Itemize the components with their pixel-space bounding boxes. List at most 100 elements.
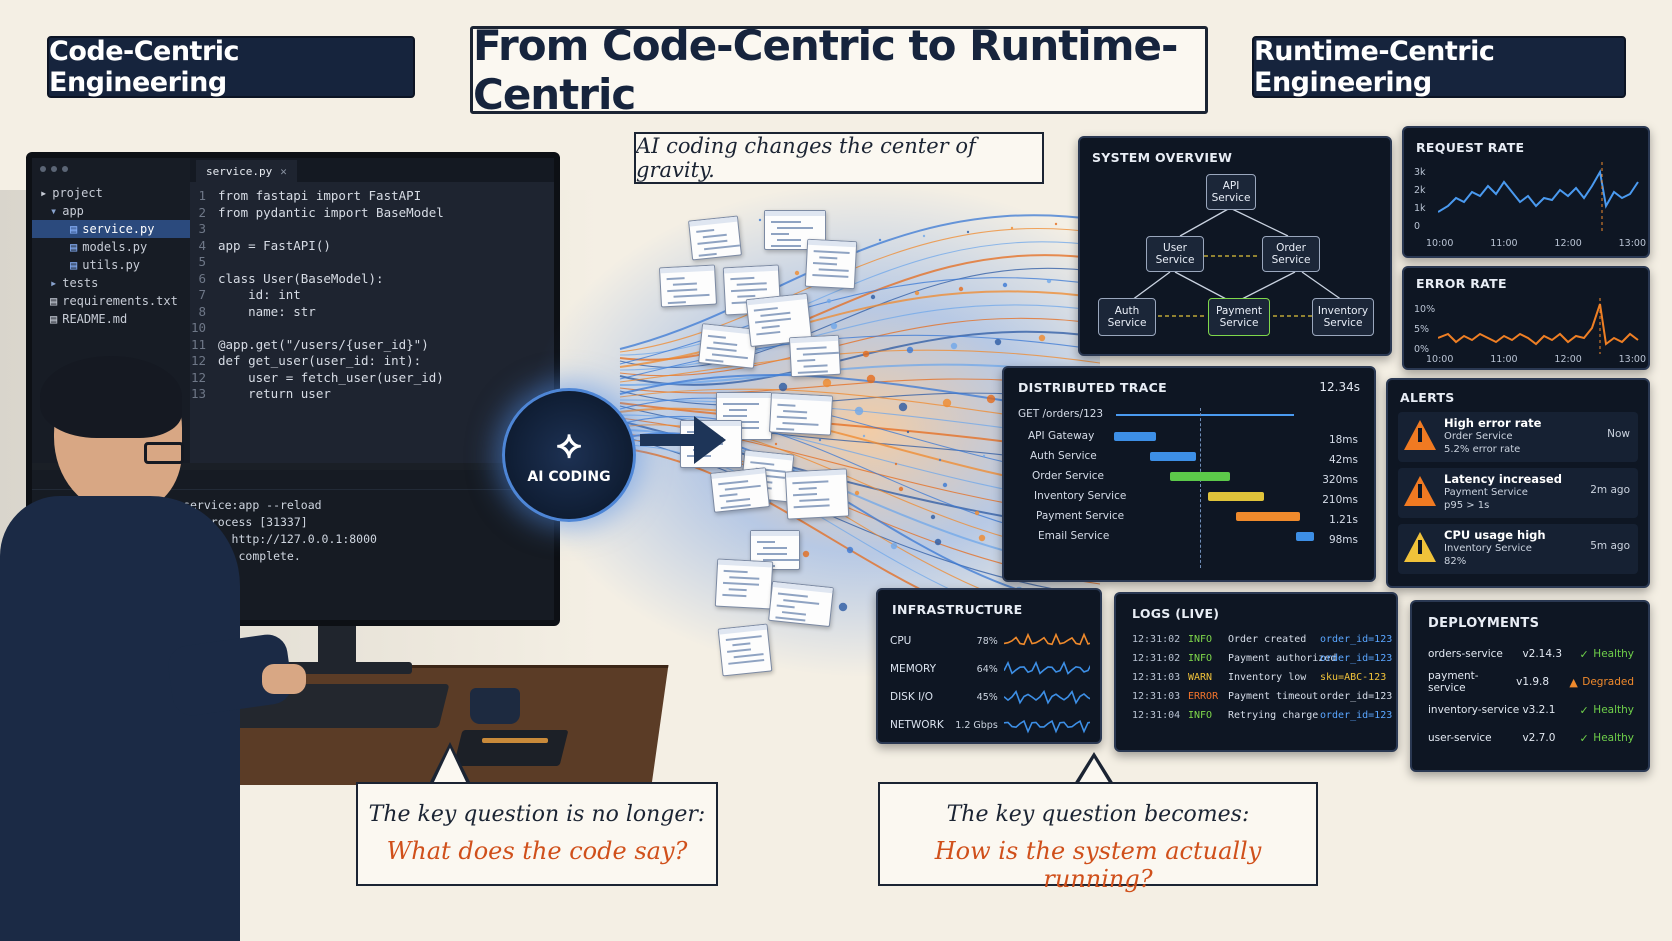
tree-item-utils-py[interactable]: ▤utils.py [32,256,190,274]
node-api-service[interactable]: API Service [1206,174,1256,210]
trace-span-bar[interactable] [1114,432,1156,441]
log-level: INFO [1188,634,1213,645]
line-number: 2 [198,204,206,220]
code-document-line [666,277,685,281]
trace-span-bar[interactable] [1296,532,1314,541]
flow-particle [818,438,822,442]
flow-line [619,349,1101,383]
error-rate-panel: ERROR RATE 10% 5% 0% 10:00 11:00 12:00 1… [1402,266,1650,370]
tree-root[interactable]: ▸project [32,184,190,202]
code-document-line [783,599,820,605]
code-line: 3 [190,221,554,238]
code-document-line [755,317,792,324]
alert-service: Order Service [1444,431,1513,442]
code-document-icon [768,392,834,436]
node-user-service[interactable]: User Service [1146,236,1204,272]
close-icon[interactable]: ✕ [280,164,287,178]
node-order-service[interactable]: Order Service [1262,236,1320,272]
service-graph-edges [1131,207,1343,317]
trace-span-duration: 1.21s [1329,514,1358,526]
flow-line [619,317,1101,377]
tree-item-readme[interactable]: ▤README.md [32,310,190,328]
tree-item-models-py[interactable]: ▤models.py [32,238,190,256]
trace-span-name: Payment Service [1036,510,1125,522]
trace-span-bar[interactable] [1236,512,1300,521]
trace-span-bar[interactable] [1150,452,1196,461]
code-document-icon [788,334,842,378]
tab-bar: service.py ✕ [190,158,554,182]
infra-metric-value: 45% [976,691,998,703]
developer-hand [262,664,306,694]
flow-particle [994,338,1002,346]
flow-particle [866,374,876,384]
x-tick-label: 13:00 [1618,238,1646,249]
tree-item-requirements[interactable]: ▤requirements.txt [32,292,190,310]
code-document-line [706,346,737,352]
code-document-line [776,604,795,609]
node-auth-service[interactable]: Auth Service [1098,298,1156,336]
request-rate-panel: REQUEST RATE 3k 2k 1k 0 10:00 11:00 12:0… [1402,126,1650,258]
trace-span-name: Order Service [1032,470,1104,482]
tree-item-tests[interactable]: ▸tests [32,274,190,292]
x-tick-label: 10:00 [1426,238,1454,249]
alert-detail: p95 > 1s [1444,500,1490,511]
panel-title: DEPLOYMENTS [1428,616,1540,631]
deployment-status: Degraded [1582,676,1635,688]
code-text: @app.get("/users/{user_id}") [218,336,429,352]
code-document-line [728,588,747,592]
brain-icon: ⟡ [556,422,582,466]
log-time: 12:31:04 [1132,710,1181,721]
trace-span-bar[interactable] [1208,492,1264,501]
code-document-line [771,233,789,235]
flow-particle [974,510,980,516]
log-time: 12:31:03 [1132,691,1181,702]
code-document-line [777,239,801,241]
left-question-line1: The key question is no longer: [368,802,706,827]
tree-item-service-py[interactable]: ▤service.py [32,220,190,238]
panel-title: REQUEST RATE [1416,140,1525,155]
code-document-line [728,659,765,665]
code-document-line [672,282,697,286]
code-document-line [812,262,838,266]
notebook [453,730,569,766]
infra-sparkline [1003,689,1090,705]
x-tick-label: 10:00 [1426,354,1454,365]
trace-root: GET /orders/123 [1018,408,1104,420]
y-tick-labels: 3k 2k 1k 0 [1414,164,1426,236]
x-tick-label: 12:00 [1554,238,1582,249]
tab-service-py[interactable]: service.py ✕ [196,160,297,182]
code-document-line [704,244,741,251]
file-icon: ▤ [70,240,78,254]
flow-particle [898,402,908,412]
code-document-icon [714,558,774,610]
code-document-icon [688,215,742,261]
log-context: order_id=123 [1320,634,1393,645]
alert-title: CPU usage high [1444,528,1546,542]
code-document-icon [658,264,718,308]
code-document-line [819,256,838,260]
log-level: WARN [1188,672,1213,683]
tree-item-app[interactable]: ▾app [32,202,190,220]
warning-mark [1418,484,1422,498]
flow-particle [922,234,926,238]
code-document-line [730,276,755,281]
trace-span-bar[interactable] [1170,472,1230,481]
code-document-line [812,274,849,278]
node-payment-service[interactable]: Payment Service [1208,298,1270,336]
code-document-line [726,648,752,653]
code-document-line [782,422,819,426]
line-number: 6 [198,270,206,286]
code-document-line [697,239,728,245]
flow-particle [1038,334,1046,342]
node-inventory-service[interactable]: Inventory Service [1312,298,1374,336]
folder-icon: ▾ [50,204,58,218]
y-tick-label: 10% [1414,304,1436,315]
